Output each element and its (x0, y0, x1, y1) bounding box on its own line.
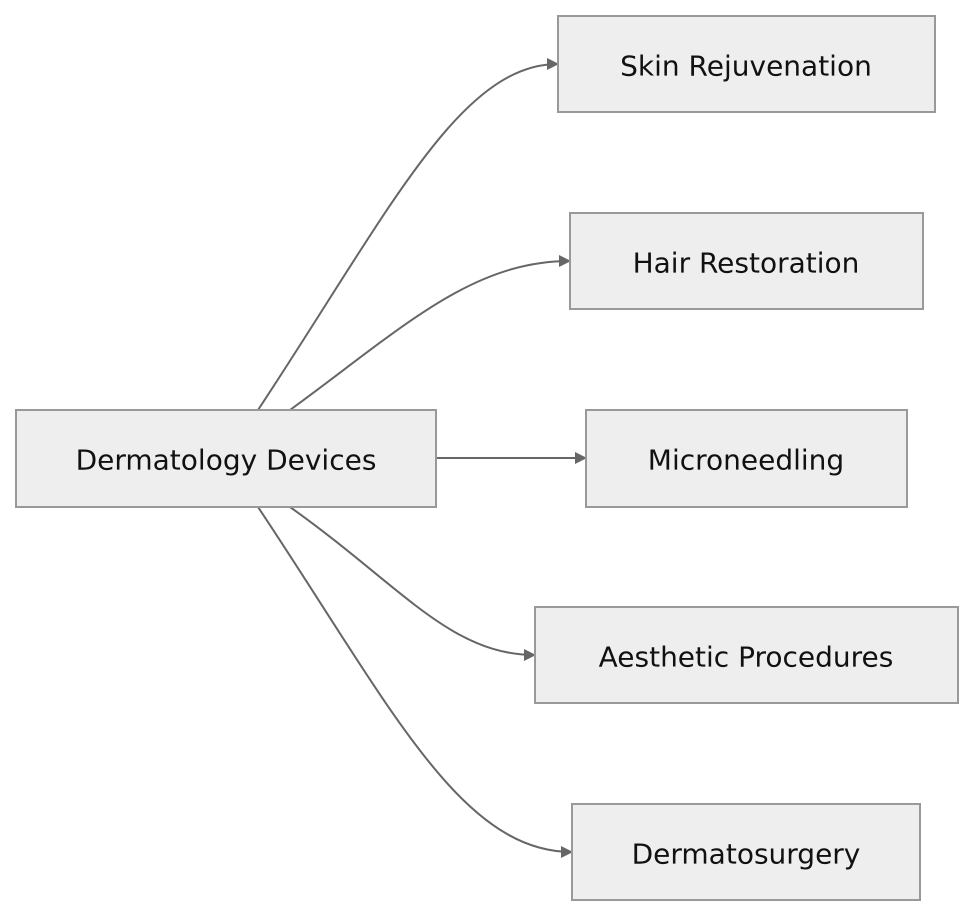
edge-to-skin-rejuvenation (257, 58, 559, 411)
node-label: Microneedling (648, 444, 844, 477)
edge-to-dermatosurgery (257, 506, 573, 858)
edge-to-aesthetic-procedures (289, 506, 536, 661)
node-label: Skin Rejuvenation (620, 50, 872, 83)
node-label: Hair Restoration (633, 247, 860, 280)
node-dermatosurgery[interactable]: Dermatosurgery (571, 803, 921, 901)
node-dermatology-devices[interactable]: Dermatology Devices (15, 409, 437, 508)
node-skin-rejuvenation[interactable]: Skin Rejuvenation (557, 15, 936, 113)
node-microneedling[interactable]: Microneedling (585, 409, 908, 508)
node-label: Aesthetic Procedures (599, 641, 894, 674)
node-hair-restoration[interactable]: Hair Restoration (569, 212, 924, 310)
edges (257, 58, 587, 858)
node-aesthetic-procedures[interactable]: Aesthetic Procedures (534, 606, 959, 704)
edge-to-hair-restoration (289, 255, 571, 411)
node-label: Dermatosurgery (632, 838, 861, 871)
node-label: Dermatology Devices (76, 444, 377, 477)
